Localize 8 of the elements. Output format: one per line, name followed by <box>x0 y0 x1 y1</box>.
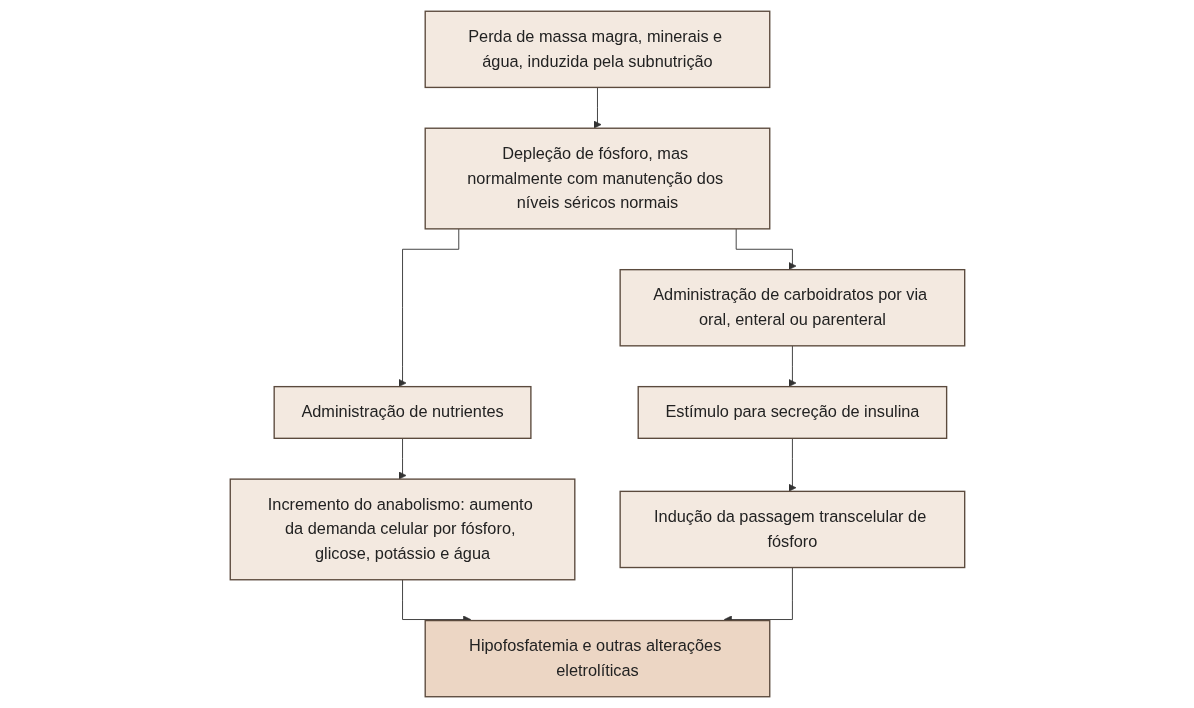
node-box: Perda de massa magra, minerais e água, induzida pela subnutrição <box>424 10 770 89</box>
node-box: Administração de nutrientes <box>273 385 532 439</box>
node-box: Incremento do anabolismo: aumento da demanda celular por fósforo, glicose, potássio e água <box>229 478 575 581</box>
node-box: Hipofosfatemia e outras alterações eletrolíticas <box>424 619 770 698</box>
node-box: Estímulo para secreção de insulina <box>637 385 947 439</box>
node-box: Administração de carboidratos por via oral, enteral ou parenteral <box>619 269 965 347</box>
node-box: Depleção de fósforo, mas normalmente com manutenção dos níveis séricos normais <box>424 127 770 230</box>
node-box: Indução da passagem transcelular de fósforo <box>619 490 965 569</box>
